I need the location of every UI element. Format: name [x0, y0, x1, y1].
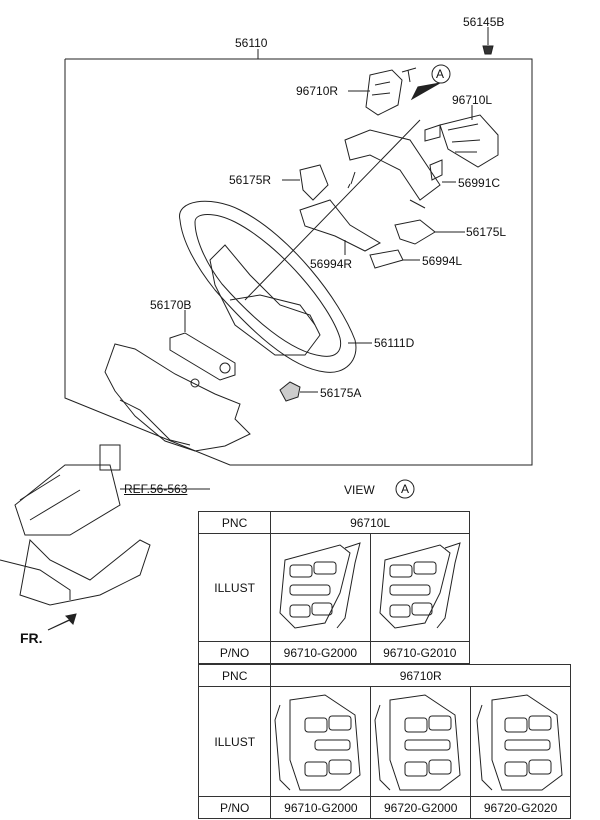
cell-illust-r-2 — [370, 686, 472, 797]
cell-pno-heading: P/NO — [197, 641, 272, 664]
lower-shroud — [104, 343, 251, 452]
label-view-marker: A — [401, 482, 410, 496]
cell-illust-heading-r: ILLUST — [197, 686, 272, 797]
assembly-boundary — [64, 58, 533, 466]
label-view: VIEW — [344, 483, 375, 497]
table-96710r: PNC 96710R ILLUST P/NO 96710-G2000 96720… — [197, 664, 571, 819]
cell-illust-heading: ILLUST — [197, 533, 272, 642]
table-96710l: PNC 96710L ILLUST P/NO 96710-G2000 96710… — [197, 511, 471, 664]
cover-56175r — [282, 164, 329, 201]
switch-96710r — [348, 69, 403, 116]
cell-pnc-value: 96710L — [270, 511, 470, 534]
cell-pno-r-3: 96720-G2020 — [470, 796, 571, 819]
steering-wheel-56111d — [179, 119, 421, 373]
label-arrow-a: A — [436, 67, 445, 81]
label-56175l: 56175L — [466, 225, 507, 239]
switch-96710l — [424, 105, 499, 168]
cell-pno-r-2: 96720-G2000 — [370, 796, 472, 819]
front-arrow — [47, 613, 77, 631]
label-96710r: 96710R — [296, 84, 339, 98]
label-56994l: 56994L — [422, 254, 463, 268]
cell-illust-1 — [270, 533, 371, 642]
steering-column — [0, 444, 210, 606]
bezel-56994l — [369, 249, 420, 269]
label-56175a: 56175A — [320, 386, 362, 400]
label-96710l: 96710L — [452, 93, 493, 107]
cell-illust-r-1 — [270, 686, 372, 797]
label-56111d: 56111D — [374, 336, 415, 350]
view-arrow — [410, 82, 441, 101]
cover-56175l — [394, 199, 465, 245]
bezel-56994r — [299, 199, 382, 255]
cover-56175a — [279, 381, 318, 402]
bolt-56145b — [482, 45, 494, 55]
cell-pnc-heading-r: PNC — [197, 664, 272, 687]
label-fr: FR. — [20, 630, 43, 646]
cell-pnc-heading: PNC — [197, 511, 272, 534]
label-56991c: 56991C — [458, 176, 501, 190]
cell-pnc-value-r: 96710R — [270, 664, 571, 687]
cell-illust-2 — [369, 533, 471, 642]
damper-56170b — [169, 310, 236, 381]
label-56145b: 56145B — [463, 15, 505, 29]
label-56110: 56110 — [235, 36, 268, 50]
label-56175r: 56175R — [229, 173, 272, 187]
cell-pno-1: 96710-G2000 — [270, 641, 371, 664]
label-ref: REF.56-563 — [124, 482, 188, 496]
cell-pno-2: 96710-G2010 — [369, 641, 471, 664]
label-56994r: 56994R — [310, 257, 353, 271]
bracket-56991c — [344, 129, 456, 201]
cell-illust-r-3 — [470, 686, 571, 797]
cell-pno-r-1: 96710-G2000 — [270, 796, 372, 819]
label-56170b: 56170B — [150, 298, 192, 312]
cell-pno-heading-r: P/NO — [197, 796, 272, 819]
